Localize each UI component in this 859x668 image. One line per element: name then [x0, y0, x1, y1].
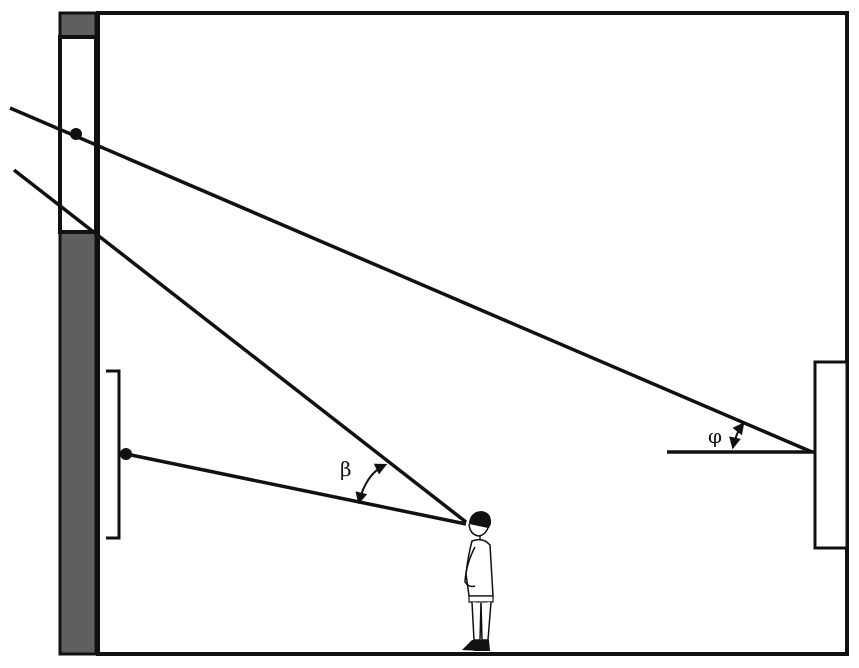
sign-point — [120, 448, 132, 460]
beta-angle-label: β — [340, 457, 352, 481]
wall-lower — [58, 230, 98, 656]
person-figure — [462, 511, 494, 651]
window-point — [70, 128, 82, 140]
window-opening — [58, 35, 98, 234]
right-wall-panel — [813, 360, 849, 550]
wall-sign-bracket — [106, 369, 121, 540]
phi-angle-label: φ — [708, 424, 722, 448]
sight-line-upper — [9, 106, 813, 454]
wall-upper — [58, 11, 98, 39]
beta-angle-arc — [355, 463, 388, 505]
phi-angle-arc — [729, 422, 745, 450]
sight-line-to-sign — [125, 452, 467, 526]
sight-line-lower — [12, 168, 468, 524]
room-outline — [96, 11, 849, 656]
